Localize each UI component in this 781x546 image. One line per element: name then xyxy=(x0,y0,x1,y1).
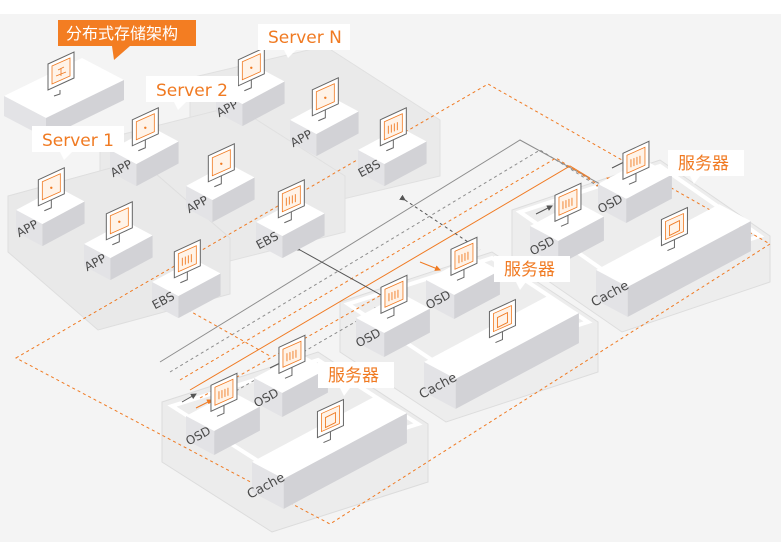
app-icon xyxy=(131,106,159,152)
server1-app-cube-2: APP xyxy=(82,200,153,281)
storage-right-osd-2: OSD xyxy=(595,140,672,223)
storage-right-label: 服务器 xyxy=(678,154,729,174)
server1-app-cube-1: APP xyxy=(14,166,85,247)
disk-icon xyxy=(622,140,650,185)
diagram-title: 分布式存储架构 xyxy=(66,24,178,43)
server-2-label: Server 2 xyxy=(156,81,228,101)
save-icon xyxy=(488,298,516,344)
server1-ebs-cube: EBS xyxy=(150,238,221,319)
app-icon xyxy=(237,46,265,92)
disk-icon xyxy=(173,238,201,284)
app-icon xyxy=(37,166,65,212)
server-2-callout: Server 2 xyxy=(146,76,238,110)
disk-icon xyxy=(380,274,408,319)
disk-icon xyxy=(554,182,582,227)
server2-app-cube-2: APP xyxy=(184,142,255,223)
app-icon xyxy=(207,142,235,188)
storage-bottom-osd-2: OSD xyxy=(251,334,328,417)
storage-middle-osd-2: OSD xyxy=(423,236,500,319)
app-icon xyxy=(311,76,339,122)
storage-middle-osd-1: OSD xyxy=(353,274,430,357)
server-n-callout: Server N xyxy=(258,24,350,58)
storage-bottom-callout: 服务器 xyxy=(318,362,394,396)
network-icon xyxy=(47,51,75,97)
node-cubes: APPAPPEBSAPPAPPEBSAPPAPPEBSOSDOSDCacheOS… xyxy=(14,46,751,509)
title-callout: 分布式存储架构 xyxy=(58,20,196,60)
save-icon xyxy=(316,398,344,444)
disk-icon xyxy=(379,106,407,152)
disk-icon xyxy=(450,236,478,281)
serverN-ebs-cube: EBS xyxy=(356,106,427,187)
storage-bottom-osd-1: OSD xyxy=(183,372,260,455)
server2-ebs-cube: EBS xyxy=(254,178,325,259)
storage-middle-label: 服务器 xyxy=(504,260,555,280)
disk-icon xyxy=(277,178,305,224)
app-icon xyxy=(105,200,133,246)
disk-icon xyxy=(278,334,306,379)
storage-middle-callout: 服务器 xyxy=(494,256,570,290)
storage-right-callout: 服务器 xyxy=(668,150,744,184)
server2-app-cube-1: APP xyxy=(108,106,179,187)
server-1-label: Server 1 xyxy=(42,131,114,151)
server-1-callout: Server 1 xyxy=(32,126,124,160)
storage-bottom-label: 服务器 xyxy=(328,366,379,386)
server-n-label: Server N xyxy=(268,28,342,48)
storage-bottom-cache: Cache xyxy=(245,396,407,509)
disk-icon xyxy=(210,372,238,417)
save-icon xyxy=(660,206,688,252)
serverN-app-cube-2: APP xyxy=(288,76,359,157)
storage-right-osd-1: OSD xyxy=(527,182,604,265)
